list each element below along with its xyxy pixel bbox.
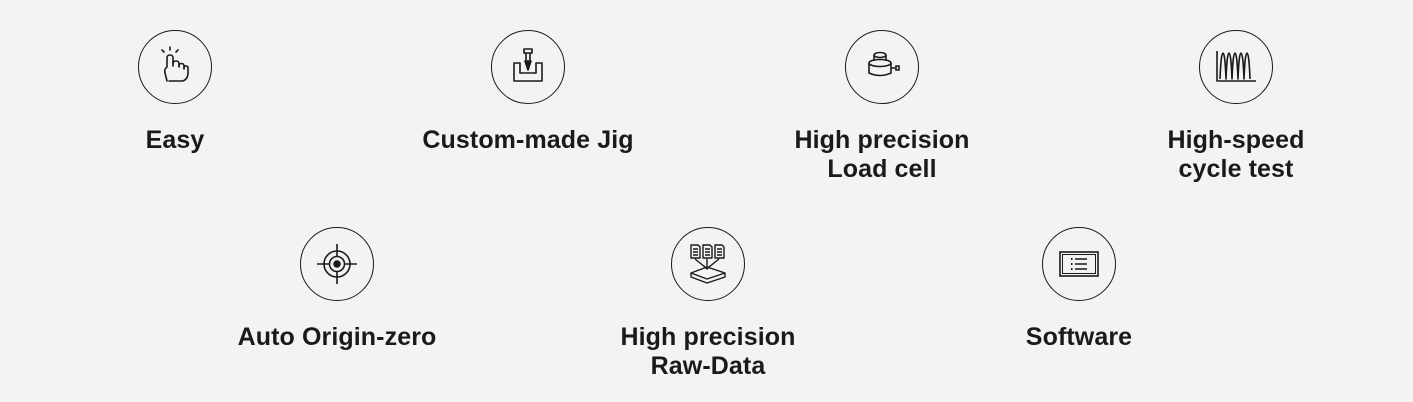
target-crosshair-icon xyxy=(300,227,374,301)
feature-label: High-speed cycle test xyxy=(1167,126,1305,183)
waveform-icon xyxy=(1199,30,1273,104)
feature-easy: Easy xyxy=(15,30,335,155)
feature-raw-data: High precision Raw-Data xyxy=(548,227,868,381)
feature-load-cell: High precision Load cell xyxy=(722,30,1042,184)
load-cell-icon xyxy=(845,30,919,104)
feature-label: High precision Raw-Data xyxy=(620,323,796,380)
raw-data-icon xyxy=(671,227,745,301)
feature-label: Auto Origin-zero xyxy=(237,323,437,351)
hand-pointer-icon xyxy=(138,30,212,104)
feature-software: Software xyxy=(919,227,1239,352)
feature-high-speed: High-speed cycle test xyxy=(1076,30,1396,184)
feature-label: High precision Load cell xyxy=(794,126,970,183)
software-window-icon xyxy=(1042,227,1116,301)
custom-jig-icon xyxy=(491,30,565,104)
feature-label: Custom-made Jig xyxy=(422,126,634,154)
feature-label: Easy xyxy=(145,126,205,154)
feature-auto-origin: Auto Origin-zero xyxy=(177,227,497,352)
feature-custom-jig: Custom-made Jig xyxy=(368,30,688,155)
feature-label: Software xyxy=(1025,323,1133,351)
